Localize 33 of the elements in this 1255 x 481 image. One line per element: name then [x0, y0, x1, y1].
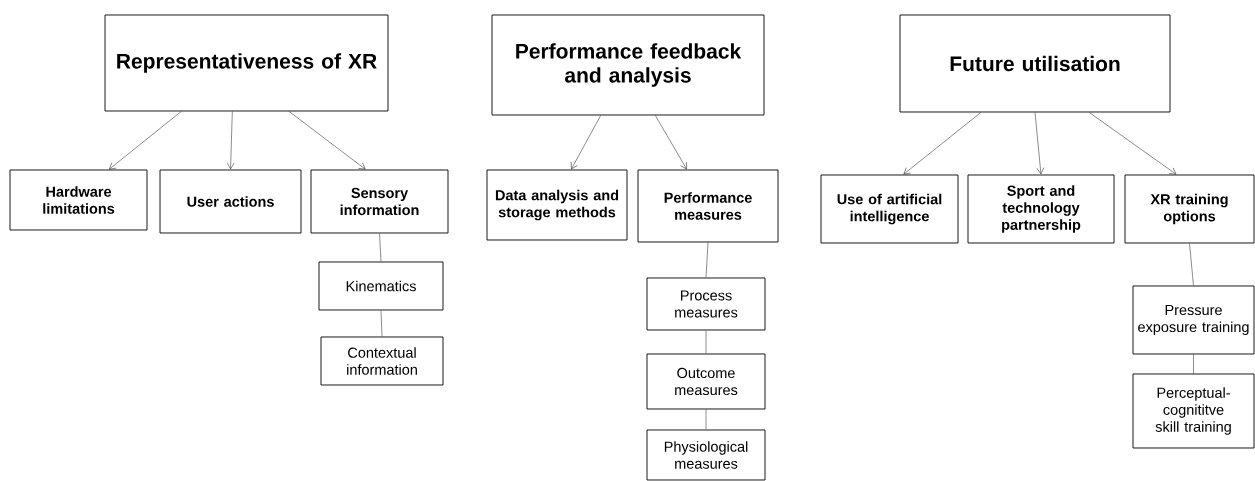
subcategory-box: Outcome measures — [646, 353, 766, 410]
heading-box: Representativeness of XR — [104, 14, 389, 112]
category-box: Data analysis and storage methods — [486, 169, 628, 241]
connector-line — [1189, 243, 1194, 286]
subcategory-box: Perceptual-cognititve skill training — [1132, 373, 1255, 449]
heading-box: Performance feedback and analysis — [491, 14, 765, 116]
arrow — [655, 115, 687, 170]
connector-line — [1193, 354, 1194, 374]
connector-line — [705, 409, 707, 430]
subcategory-box: Physiological measures — [646, 429, 766, 481]
category-box: XR training options — [1124, 174, 1255, 244]
subcategory-box: Kinematics — [318, 261, 444, 311]
connector-line — [379, 233, 382, 262]
category-box: Hardware limitations — [9, 169, 148, 231]
arrow — [570, 115, 601, 170]
category-box: Sensory information — [310, 169, 449, 234]
subcategory-box: Pressure exposure training — [1132, 285, 1255, 355]
category-box: Sport and technology partnership — [967, 174, 1115, 244]
subcategory-box: Contextual information — [320, 336, 444, 386]
connector-line — [380, 310, 383, 337]
category-box: Performance measures — [637, 169, 779, 243]
heading-box: Future utilisation — [899, 14, 1171, 113]
connector-line — [705, 242, 709, 278]
category-box: User actions — [159, 169, 302, 234]
arrow — [288, 111, 366, 170]
subcategory-box: Process measures — [646, 277, 766, 331]
arrow — [903, 112, 982, 175]
arrow — [109, 111, 182, 170]
connector-line — [705, 330, 707, 354]
category-box: Use of artificial intelligence — [820, 174, 959, 244]
arrow — [226, 111, 235, 170]
arrow — [1034, 112, 1045, 175]
arrow — [1088, 112, 1177, 175]
